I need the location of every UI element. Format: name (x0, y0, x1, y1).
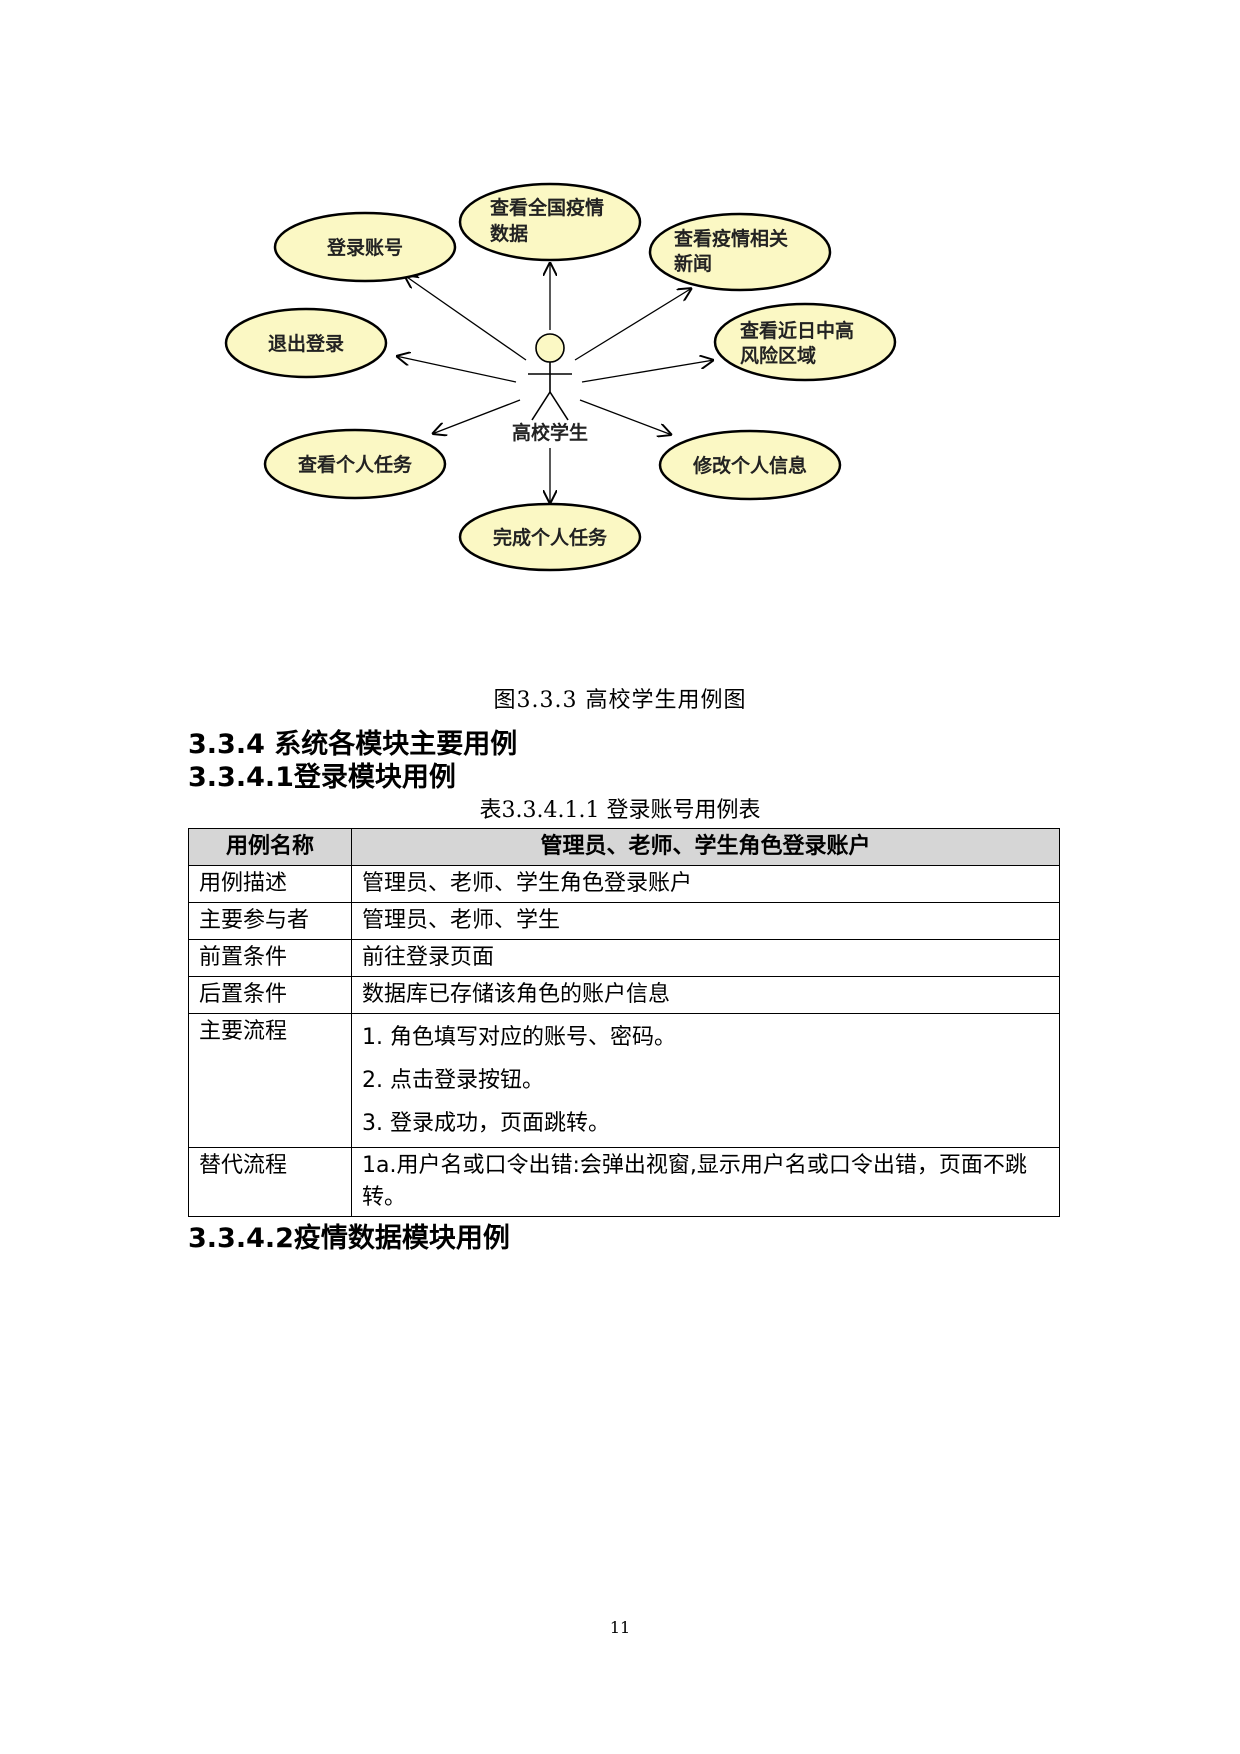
use-case-edit-info: 修改个人信息 (658, 429, 842, 501)
actor-head (535, 333, 565, 363)
use-case-view-task: 查看个人任务 (263, 428, 447, 500)
svg-text:完成个人任务: 完成个人任务 (493, 526, 608, 549)
svg-text:查看个人任务: 查看个人任务 (297, 453, 413, 476)
use-case-logout: 退出登录 (224, 307, 388, 379)
row-key: 替代流程 (188, 1147, 352, 1217)
main-flow-steps: 1. 角色填写对应的账号、密码。 2. 点击登录按钮。 3. 登录成功，页面跳转… (351, 1013, 1060, 1148)
svg-text:修改个人信息: 修改个人信息 (692, 454, 807, 477)
heading-3-3-4: 3.3.4 系统各模块主要用例 (188, 729, 518, 760)
table-header-row: 用例名称 管理员、老师、学生角色登录账户 (188, 828, 1060, 866)
svg-text:新闻: 新闻 (674, 252, 712, 275)
use-case-login: 登录账号 (273, 211, 457, 283)
association-lines (396, 262, 714, 504)
assoc-view-task (432, 399, 521, 434)
page-number: 11 (609, 1618, 631, 1637)
svg-text:登录账号: 登录账号 (326, 236, 403, 259)
flow-step: 3. 登录成功，页面跳转。 (362, 1111, 610, 1136)
svg-text:风险区域: 风险区域 (740, 344, 816, 367)
actor-student (528, 333, 572, 421)
svg-text:查看近日中高: 查看近日中高 (739, 319, 854, 342)
svg-text:查看疫情相关: 查看疫情相关 (673, 227, 788, 250)
use-case-diagram: 查看全国疫情 数据 查看疫情相关 新闻 查看近日中高 风险区域 修改个人信息 完… (224, 182, 897, 572)
assoc-news (574, 288, 692, 361)
assoc-risk-area (581, 360, 714, 383)
row-key: 主要流程 (188, 1013, 352, 1148)
row-value: 前往登录页面 (351, 939, 1060, 977)
table-row: 用例描述 管理员、老师、学生角色登录账户 (188, 865, 1060, 903)
use-case-complete-task: 完成个人任务 (458, 502, 642, 572)
use-case-risk-area: 查看近日中高 风险区域 (713, 302, 897, 382)
use-case-national-data: 查看全国疫情 数据 (458, 182, 642, 262)
assoc-logout (396, 356, 517, 383)
assoc-edit-info (579, 399, 672, 435)
use-case-table: 用例名称 管理员、老师、学生角色登录账户 用例描述 管理员、老师、学生角色登录账… (188, 828, 1060, 1217)
row-key: 前置条件 (188, 939, 352, 977)
figure-caption: 图3.3.3 高校学生用例图 (493, 688, 747, 713)
table-row-alt-flow: 替代流程 1a.用户名或口令出错:会弹出视窗,显示用户名或口令出错，页面不跳转。 (188, 1147, 1060, 1217)
row-key: 用例描述 (188, 865, 352, 903)
svg-text:退出登录: 退出登录 (268, 332, 344, 355)
header-value: 管理员、老师、学生角色登录账户 (351, 828, 1060, 866)
row-value: 管理员、老师、学生 (351, 902, 1060, 940)
row-value: 管理员、老师、学生角色登录账户 (351, 865, 1060, 903)
heading-3-3-4-1: 3.3.4.1登录模块用例 (188, 762, 456, 793)
use-case-news: 查看疫情相关 新闻 (648, 212, 832, 292)
table-row: 前置条件 前往登录页面 (188, 939, 1060, 977)
flow-step: 1. 角色填写对应的账号、密码。 (362, 1025, 676, 1050)
row-key: 主要参与者 (188, 902, 352, 940)
alt-flow-value: 1a.用户名或口令出错:会弹出视窗,显示用户名或口令出错，页面不跳转。 (351, 1147, 1060, 1217)
table-caption: 表3.3.4.1.1 登录账号用例表 (479, 798, 761, 823)
svg-text:数据: 数据 (490, 222, 528, 245)
header-key: 用例名称 (188, 828, 352, 866)
row-value: 数据库已存储该角色的账户信息 (351, 976, 1060, 1014)
actor-label: 高校学生 (512, 421, 588, 444)
heading-3-3-4-2: 3.3.4.2疫情数据模块用例 (188, 1223, 510, 1254)
table-row: 主要参与者 管理员、老师、学生 (188, 902, 1060, 940)
row-key: 后置条件 (188, 976, 352, 1014)
svg-text:查看全国疫情: 查看全国疫情 (489, 196, 604, 219)
table-row: 后置条件 数据库已存储该角色的账户信息 (188, 976, 1060, 1014)
assoc-login (404, 275, 527, 361)
flow-step: 2. 点击登录按钮。 (362, 1068, 544, 1093)
table-row-main-flow: 主要流程 1. 角色填写对应的账号、密码。 2. 点击登录按钮。 3. 登录成功… (188, 1013, 1060, 1148)
